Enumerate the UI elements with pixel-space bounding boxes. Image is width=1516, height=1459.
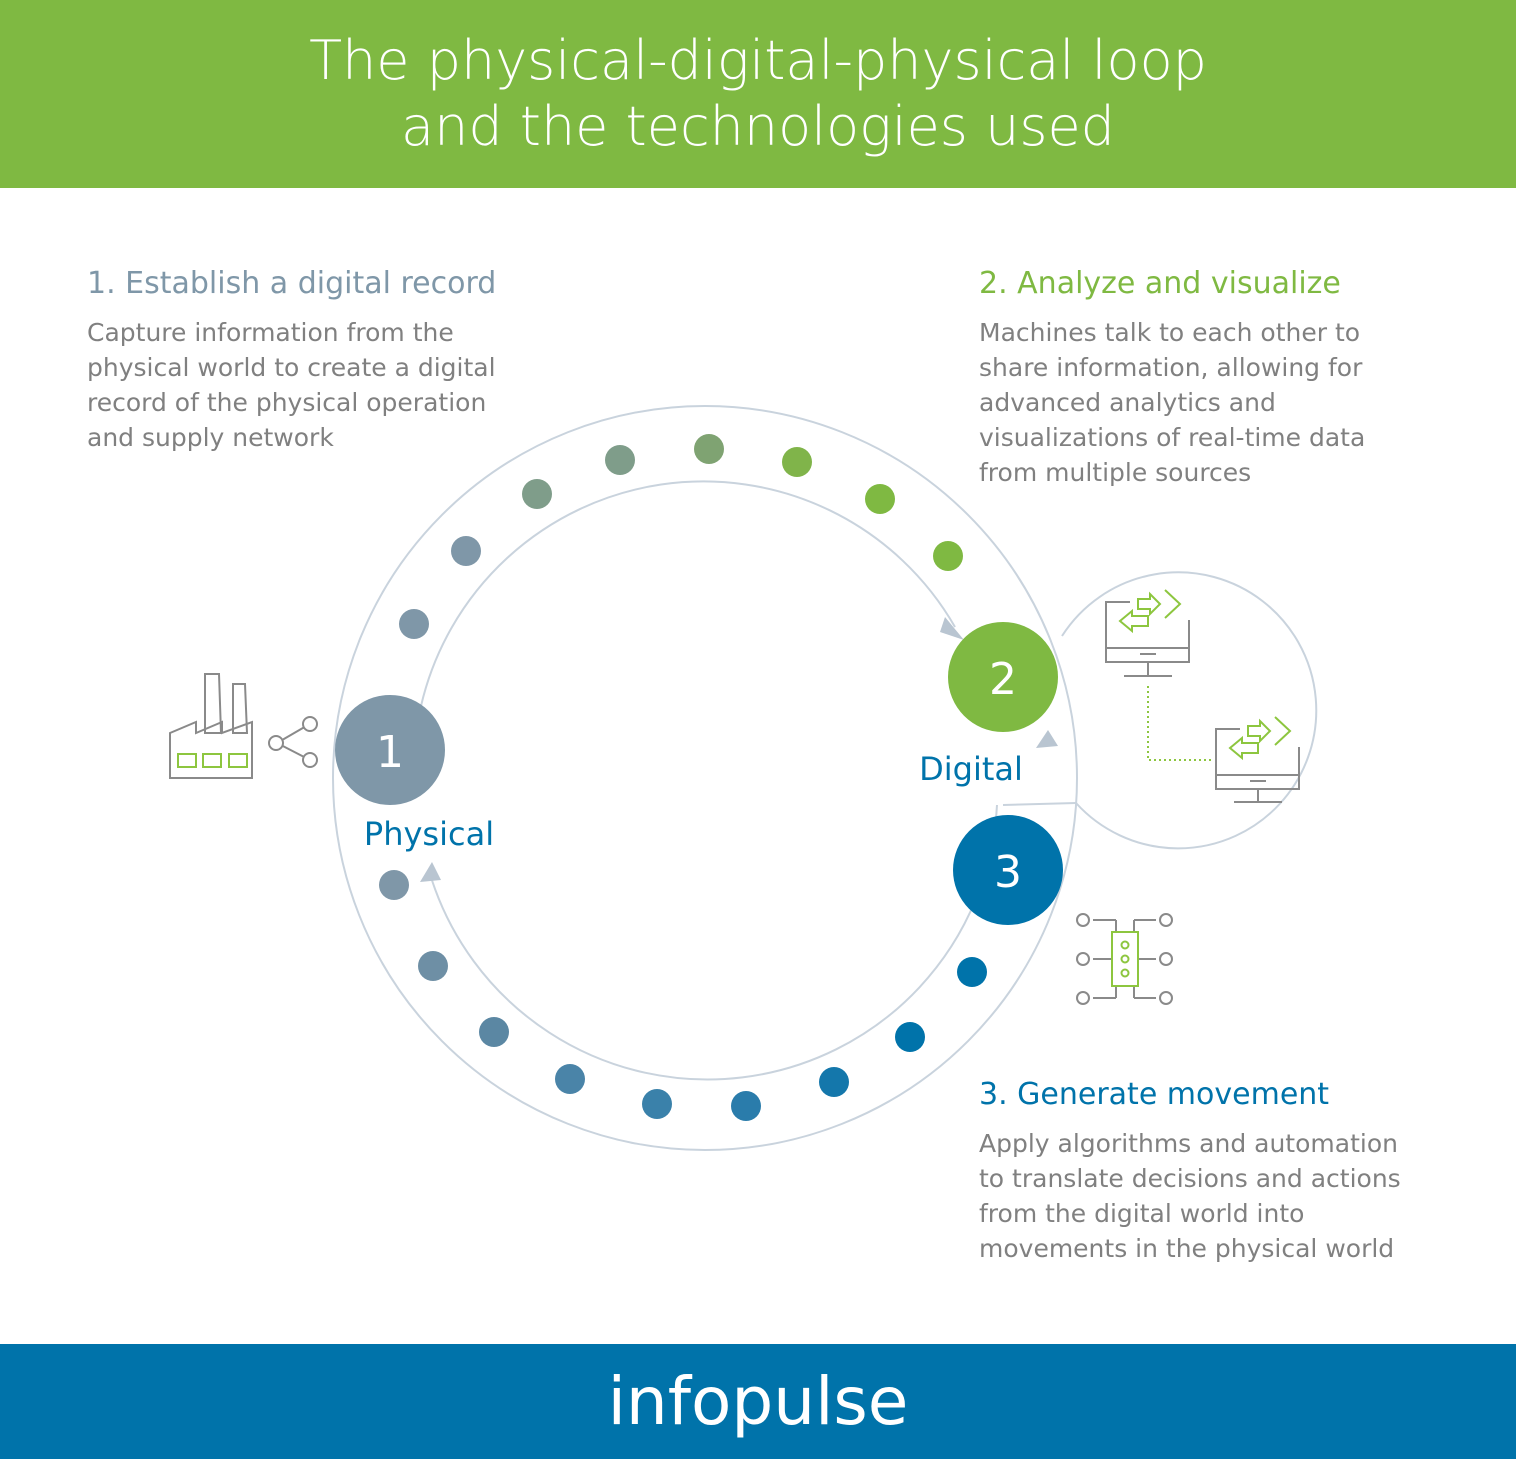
step-1-desc-line: and supply network [87,423,334,452]
loop-dots [379,434,987,1121]
loop-dot [418,951,448,981]
header-banner: The physical-digital-physical loop and t… [0,0,1516,188]
loop-dot [957,957,987,987]
step-3-desc-line: from the digital world into [979,1199,1305,1228]
step-1-heading: 1. Establish a digital record [87,266,497,301]
loop-dot [694,434,724,464]
loop-dot [399,609,429,639]
step-3-desc-line: movements in the physical world [979,1234,1395,1263]
step-2-desc-line: visualizations of real-time data [979,423,1366,452]
step-2-desc-line: advanced analytics and [979,388,1276,417]
loop-dot [451,536,481,566]
title-line-1: The physical-digital-physical loop [309,29,1207,92]
digital-arrow-head [1036,730,1058,748]
loop-dot [819,1067,849,1097]
inner-arrow-lower-curve [429,804,998,1081]
monitor-exchange-icon [1215,716,1300,803]
step-3-desc-line: to translate decisions and actions [979,1164,1401,1193]
step-3-desc-line: Apply algorithms and automation [979,1129,1398,1158]
step-3-heading: 3. Generate movement [979,1077,1330,1112]
inner-arrow-upper [420,480,956,707]
loop-dot [865,484,895,514]
factory-icon [169,673,253,779]
footer-banner: infopulse [0,1344,1516,1459]
share-icon [268,716,318,768]
step-2-desc-line: from multiple sources [979,458,1252,487]
node-1-number: 1 [376,727,404,778]
node-2-digital [948,622,1058,732]
step-1-desc-line: Capture information from the [87,318,454,347]
loop-dot [895,1022,925,1052]
node-1-label: Physical [364,815,494,853]
loop-dot [731,1091,761,1121]
step-1-description: Capture information from the physical wo… [87,315,496,455]
loop-dot [479,1017,509,1047]
step-3-description: Apply algorithms and automation to trans… [979,1126,1401,1266]
loop-dot [782,447,812,477]
node-3-movement [953,815,1063,925]
title-line-2: and the technologies used [401,95,1115,158]
step-1-desc-line: physical world to create a digital [87,353,496,382]
infopulse-logo: infopulse [607,1363,909,1440]
inner-arrow-lower [1002,802,1077,806]
node-2-number: 2 [989,654,1017,705]
step-2-desc-line: share information, allowing for [979,353,1363,382]
loop-dot [605,445,635,475]
outer-ring [332,405,1078,1151]
page-title: The physical-digital-physical loop and t… [0,28,1516,160]
inner-arrow-upper-head [940,617,964,640]
loop-dot [642,1089,672,1119]
loop-dot [522,479,552,509]
connector-line [1147,686,1211,761]
step-2-desc-line: Machines talk to each other to [979,318,1361,347]
loop-dot [379,870,409,900]
node-2-label: Digital [919,750,1023,788]
node-1-physical [335,695,445,805]
detail-bubble [1061,571,1318,850]
step-2-heading: 2. Analyze and visualize [979,266,1341,301]
inner-arrow-lower-head [420,862,441,882]
flow-control-icon [1076,913,1173,1005]
loop-dot [555,1064,585,1094]
step-2-description: Machines talk to each other to share inf… [979,315,1365,490]
loop-dot [933,541,963,571]
node-3-number: 3 [994,847,1022,898]
monitor-exchange-icon [1105,589,1190,677]
step-1-desc-line: record of the physical operation [87,388,487,417]
